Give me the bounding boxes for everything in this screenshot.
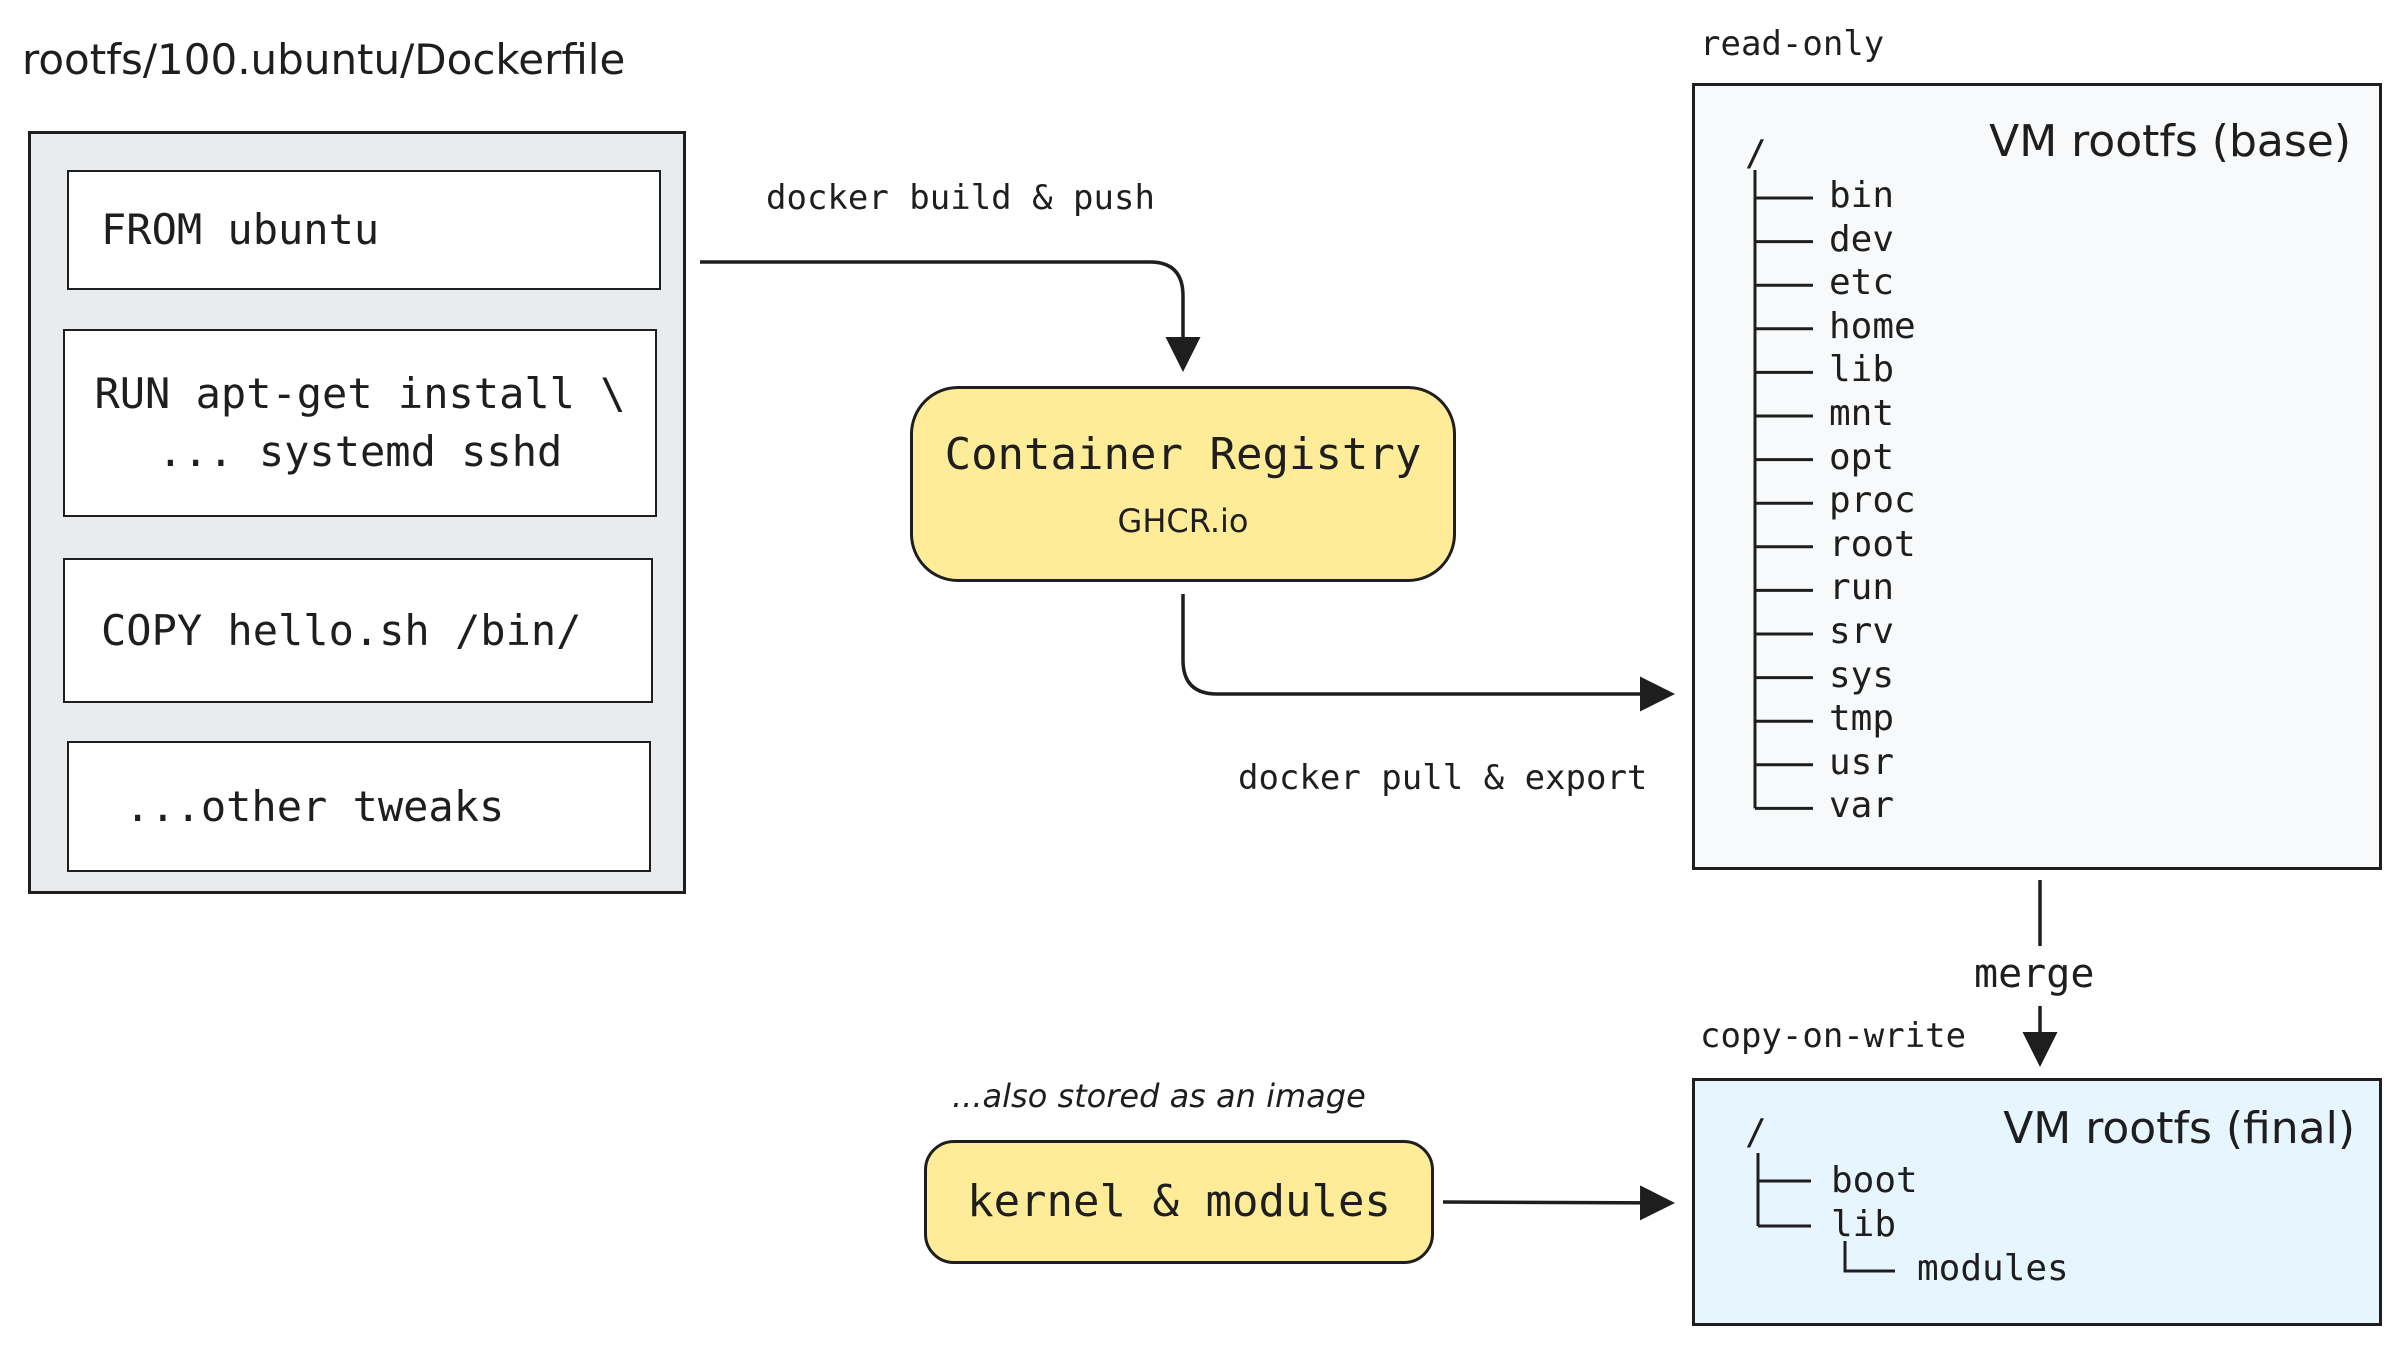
label-build-push: docker build & push [766,178,1155,218]
base-dir-proc: proc [1829,480,1916,522]
base-dir-home: home [1829,305,1916,347]
read-only-tag: read-only [1700,24,1885,64]
arrow-pull-export [1181,594,1675,712]
merge-label: merge [1970,946,2099,1002]
final-dir-boot: boot [1831,1160,1918,1201]
base-dir-run: run [1829,567,1895,609]
final-rootfs-panel: VM rootfs (final) / boot lib modules [1692,1078,2382,1326]
step-text: FROM ubuntu [101,205,380,254]
label-pull-export: docker pull & export [1238,758,1648,798]
step-text: ...other tweaks [125,781,505,831]
dockerfile-step-tweaks: ...other tweaks [67,741,651,872]
step-text-cont: ... systemd sshd [157,427,563,476]
base-rootfs-title: VM rootfs (base) [1989,116,2351,167]
final-dir-lib: lib [1831,1204,1897,1245]
base-dir-usr: usr [1829,741,1895,783]
base-dir-lib: lib [1829,349,1895,391]
base-dir-mnt: mnt [1829,393,1895,434]
base-dir-root: root [1829,523,1916,565]
final-root-slash: / [1745,1112,1767,1153]
base-dir-opt: opt [1829,436,1895,478]
final-tree-lines [1756,1153,1895,1273]
base-root-slash: / [1745,133,1767,174]
dockerfile-step-copy: COPY hello.sh /bin/ [63,558,653,703]
step-text: RUN apt-get install \ [94,369,626,418]
kernel-note: ...also stored as an image [952,1077,1366,1115]
base-dir-srv: srv [1829,611,1895,652]
base-dir-tmp: tmp [1829,698,1895,740]
kernel-label: kernel & modules [967,1176,1391,1227]
registry-subtitle: GHCR.io [1117,502,1249,540]
registry-title: Container Registry [944,429,1422,480]
arrow-kernel [1442,1185,1675,1221]
base-dir-dev: dev [1829,218,1895,260]
dockerfile-step-from: FROM ubuntu [67,170,661,290]
base-dir-etc: etc [1829,262,1895,304]
container-registry-box: Container Registry GHCR.io [910,386,1456,582]
step-text: COPY hello.sh /bin/ [101,605,582,655]
base-dir-bin: bin [1829,175,1895,216]
final-dir-modules: modules [1917,1248,2069,1289]
dockerfile-panel: FROM ubuntu RUN apt-get install \ ... sy… [28,131,686,894]
final-rootfs-title: VM rootfs (final) [2003,1103,2355,1154]
base-tree-lines [1753,170,1813,810]
kernel-modules-box: kernel & modules [924,1140,1434,1264]
dockerfile-step-run: RUN apt-get install \ ... systemd sshd [63,329,657,517]
base-dir-var: var [1829,785,1895,827]
dockerfile-title: rootfs/100.ubuntu/Dockerfile [22,35,626,84]
base-dir-sys: sys [1829,654,1895,696]
copy-on-write-tag: copy-on-write [1700,1016,1967,1056]
arrow-build-push [700,260,1201,372]
